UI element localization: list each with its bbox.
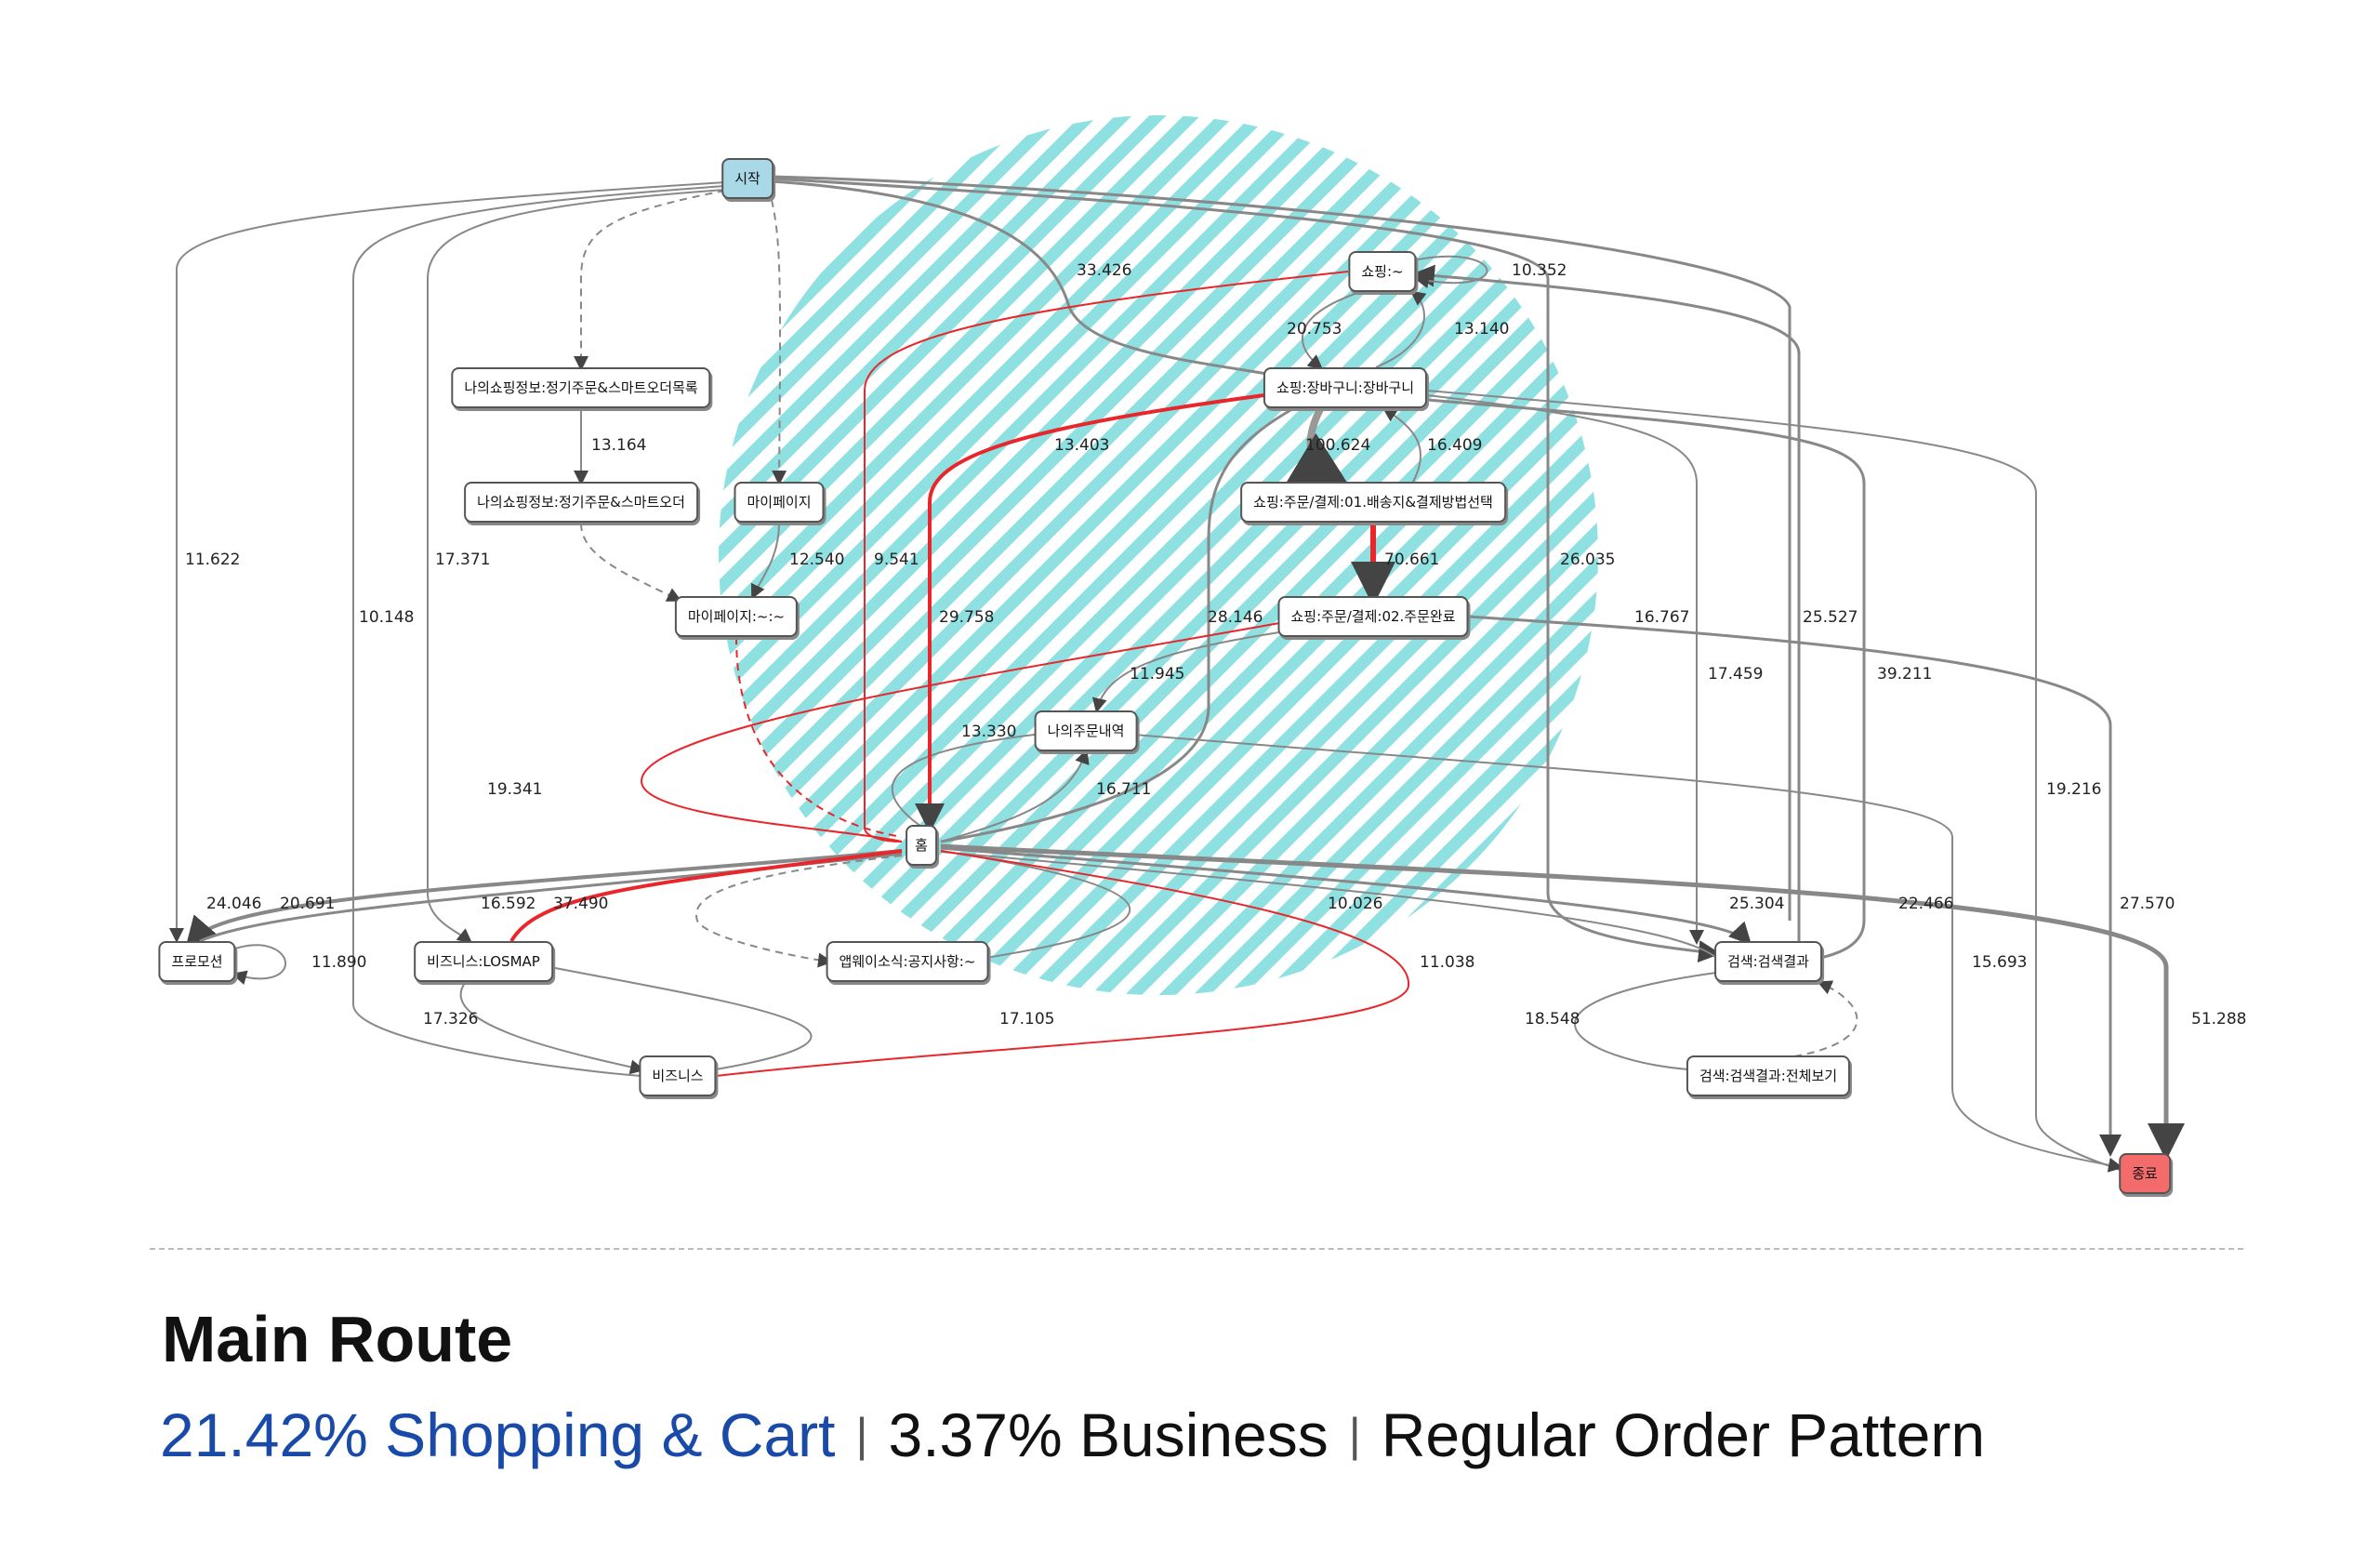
divider <box>150 1248 2243 1250</box>
edge-label: 17.105 <box>999 1010 1054 1029</box>
edge-label: 22.466 <box>1898 895 1953 913</box>
node-regular-order[interactable]: 나의쇼핑정보:정기주문&스마트오더 <box>464 482 698 523</box>
node-end[interactable]: 종료 <box>2119 1153 2171 1194</box>
edge-label: 17.326 <box>423 1010 478 1029</box>
edge-label: 25.304 <box>1729 895 1784 913</box>
node-cart[interactable]: 쇼핑:장바구니:장바구니 <box>1263 367 1428 408</box>
edge-label: 10.026 <box>1328 895 1382 913</box>
edge-label: 11.622 <box>185 551 240 569</box>
node-business-losmap[interactable]: 비즈니스:LOSMAP <box>414 941 553 982</box>
edge-label: 11.890 <box>311 953 366 972</box>
node-order-step1[interactable]: 쇼핑:주문/결제:01.배송지&결제방법선택 <box>1240 482 1506 523</box>
edge-label: 13.403 <box>1054 436 1109 455</box>
edge-label: 12.540 <box>789 551 844 569</box>
segment-shopping-cart: 21.42% Shopping & Cart <box>160 1400 836 1469</box>
edge-label: 25.527 <box>1803 608 1858 627</box>
edge-label: 19.216 <box>2046 780 2101 799</box>
separator: | <box>855 1409 868 1461</box>
edge-label: 28.146 <box>1208 608 1263 627</box>
edge-label: 39.211 <box>1877 665 1932 683</box>
node-home[interactable]: 홈 <box>906 825 937 866</box>
edge-label: 20.753 <box>1287 320 1342 338</box>
node-my-orders[interactable]: 나의주문내역 <box>1034 710 1138 751</box>
edge-label: 26.035 <box>1560 551 1615 569</box>
segment-business: 3.37% Business <box>888 1400 1329 1469</box>
node-mypage-sub[interactable]: 마이페이지:~:~ <box>674 596 799 637</box>
edge-label: 17.459 <box>1708 665 1763 683</box>
edge-label: 24.046 <box>206 895 261 913</box>
node-regular-order-list[interactable]: 나의쇼핑정보:정기주문&스마트오더목록 <box>451 367 711 408</box>
edge-label: 18.548 <box>1525 1010 1580 1029</box>
edge-label: 27.570 <box>2120 895 2175 913</box>
node-search-results[interactable]: 검색:검색결과 <box>1714 941 1822 982</box>
highlight-region <box>719 115 1598 995</box>
edge-label: 15.693 <box>1972 953 2027 972</box>
edge-label: 37.490 <box>553 895 608 913</box>
edge-label: 9.541 <box>874 551 919 569</box>
edge-label: 13.330 <box>961 723 1016 741</box>
edge-labels: 33.426 10.352 20.753 13.140 13.164 13.40… <box>185 261 2246 1029</box>
node-mypage[interactable]: 마이페이지 <box>734 482 825 523</box>
node-notice[interactable]: 앱웨이소식:공지사항:~ <box>826 941 989 982</box>
edge-label: 16.767 <box>1634 608 1689 627</box>
node-search-all[interactable]: 검색:검색결과:전체보기 <box>1686 1055 1851 1096</box>
edge-label: 10.352 <box>1512 261 1567 280</box>
edge-label: 19.341 <box>487 780 542 799</box>
edge-label: 70.661 <box>1384 551 1439 569</box>
edge-label: 13.164 <box>591 436 646 455</box>
edge-label: 11.945 <box>1130 665 1184 683</box>
node-order-complete[interactable]: 쇼핑:주문/결제:02.주문완료 <box>1277 596 1469 637</box>
node-promotion[interactable]: 프로모션 <box>158 941 236 982</box>
edge-label: 17.371 <box>435 551 490 569</box>
dashed-edges <box>574 190 1858 1057</box>
caption-title: Main Route <box>162 1303 513 1375</box>
edge-label: 100.624 <box>1305 436 1370 455</box>
main-route-edges <box>509 271 1410 1077</box>
node-shop[interactable]: 쇼핑:~ <box>1348 251 1417 292</box>
edge-label: 16.409 <box>1427 436 1482 455</box>
edge-label: 33.426 <box>1077 261 1131 280</box>
edge-label: 11.038 <box>1420 953 1474 972</box>
caption-subtitle: 21.42% Shopping & Cart | 3.37% Business | Re… <box>160 1400 1985 1470</box>
segment-regular-order: Regular Order Pattern <box>1381 1400 1986 1469</box>
edge-label: 13.140 <box>1454 320 1509 338</box>
node-start[interactable]: 시작 <box>721 158 774 199</box>
edge-label: 51.288 <box>2191 1010 2246 1029</box>
edge-label: 29.758 <box>939 608 994 627</box>
node-business[interactable]: 비즈니스 <box>639 1055 717 1096</box>
edge-label: 20.691 <box>280 895 335 913</box>
edge-label: 16.592 <box>481 895 536 913</box>
separator: | <box>1348 1409 1361 1461</box>
gray-edges <box>169 175 2185 1173</box>
edge-label: 10.148 <box>359 608 414 627</box>
edge-label: 16.711 <box>1096 780 1151 799</box>
